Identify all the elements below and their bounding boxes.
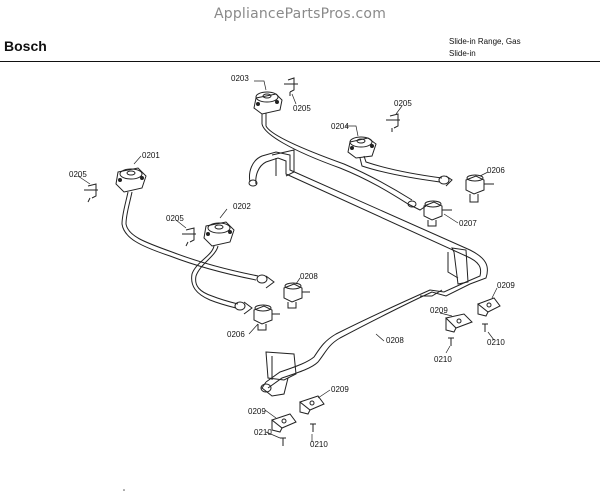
label-0210-right: 0210	[487, 338, 505, 347]
label-0205-left: 0205	[69, 170, 87, 179]
valve-0206-upper[interactable]	[465, 174, 494, 203]
label-0205-mid: 0205	[166, 214, 184, 223]
watermark-text: AppliancePartsPros.com	[213, 6, 387, 22]
clip-0205-a[interactable]	[84, 183, 98, 203]
label-0207: 0207	[459, 219, 477, 228]
burner-0202[interactable]	[191, 221, 253, 315]
label-0203: 0203	[231, 74, 249, 83]
manifold-pipe[interactable]	[248, 149, 488, 397]
screw-0210-a[interactable]	[482, 323, 488, 332]
burner-0203[interactable]	[253, 91, 427, 211]
burner-0201[interactable]	[115, 167, 275, 289]
valve-0206-lower[interactable]	[253, 304, 280, 331]
label-0209-bottom-right: 0209	[331, 385, 349, 394]
screw-0210-c[interactable]	[310, 423, 316, 432]
label-0210-bottom-left: 0210	[254, 428, 272, 437]
bracket-0209-bottom-left[interactable]	[270, 413, 297, 433]
label-0206-upper: 0206	[487, 166, 505, 175]
bracket-0209-right-lower[interactable]	[445, 313, 473, 333]
bracket-0209-right-upper[interactable]	[477, 297, 501, 317]
label-0210-bottom-right: 0210	[310, 440, 328, 449]
stray-mark	[123, 489, 125, 491]
label-0210-mid: 0210	[434, 355, 452, 364]
screw-0210-b[interactable]	[448, 337, 454, 346]
clip-0205-c[interactable]	[284, 77, 298, 96]
label-0204: 0204	[331, 122, 349, 131]
clip-0205-b[interactable]	[182, 227, 196, 247]
screw-0210-d[interactable]	[280, 437, 286, 446]
label-0205-top: 0205	[293, 104, 311, 113]
label-0206-lower: 0206	[227, 330, 245, 339]
valve-0208-connector[interactable]	[283, 282, 310, 309]
label-0208-lower: 0208	[386, 336, 404, 345]
clip-0205-d[interactable]	[386, 113, 400, 132]
leader-lines	[77, 80, 498, 442]
label-0209-right: 0209	[497, 281, 515, 290]
label-0201: 0201	[142, 151, 160, 160]
model-description: Slide-in Range, Gas	[449, 37, 521, 46]
model-subtype: Slide-in	[449, 49, 476, 58]
bracket-0209-bottom-right[interactable]	[298, 395, 325, 415]
label-0202: 0202	[233, 202, 251, 211]
label-0208-upper: 0208	[300, 272, 318, 281]
burner-0204[interactable]	[347, 136, 453, 187]
label-0205-right: 0205	[394, 99, 412, 108]
label-0209-mid: 0209	[430, 306, 448, 315]
valve-0207[interactable]	[423, 200, 452, 227]
header-divider	[0, 61, 600, 62]
brand-title: Bosch	[4, 38, 47, 54]
label-0209-bottom-left: 0209	[248, 407, 266, 416]
